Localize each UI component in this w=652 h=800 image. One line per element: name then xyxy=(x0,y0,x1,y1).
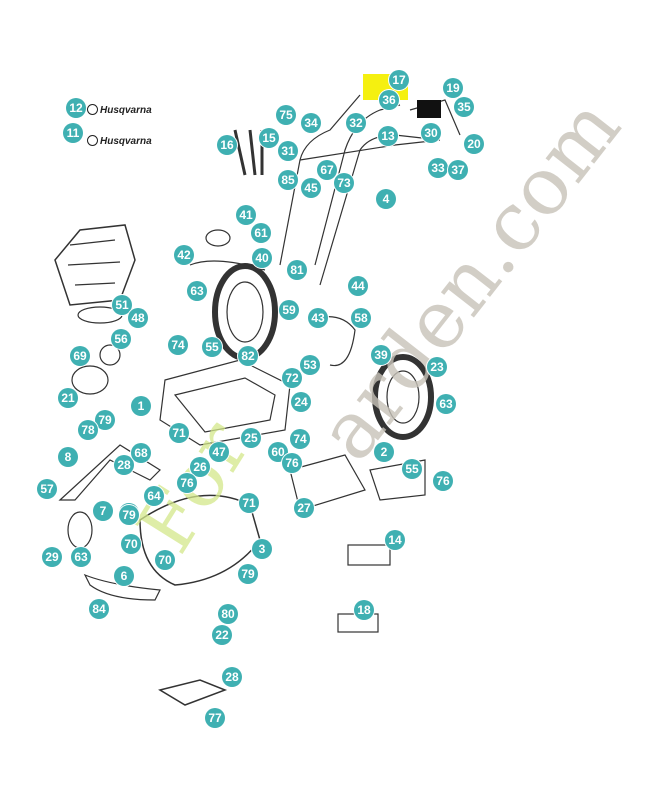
part-callout-3: 3 xyxy=(252,539,272,559)
part-callout-36: 36 xyxy=(379,90,399,110)
part-callout-37: 37 xyxy=(448,160,468,180)
part-callout-71: 71 xyxy=(169,423,189,443)
part-callout-39: 39 xyxy=(371,345,391,365)
part-callout-42: 42 xyxy=(174,245,194,265)
part-callout-27: 27 xyxy=(294,498,314,518)
brand-decal-2: Husqvarna xyxy=(87,135,152,147)
part-callout-79: 79 xyxy=(95,410,115,430)
part-callout-47: 47 xyxy=(209,442,229,462)
part-callout-71: 71 xyxy=(239,493,259,513)
part-callout-84: 84 xyxy=(89,599,109,619)
part-callout-45: 45 xyxy=(301,178,321,198)
part-callout-61: 61 xyxy=(251,223,271,243)
part-callout-17: 17 xyxy=(389,70,409,90)
part-callout-31: 31 xyxy=(278,141,298,161)
part-callout-70: 70 xyxy=(155,550,175,570)
part-callout-58: 58 xyxy=(351,308,371,328)
part-callout-11: 11 xyxy=(63,123,83,143)
part-callout-55: 55 xyxy=(202,337,222,357)
part-callout-6: 6 xyxy=(114,566,134,586)
part-callout-72: 72 xyxy=(282,368,302,388)
part-callout-74: 74 xyxy=(168,335,188,355)
part-callout-76: 76 xyxy=(177,473,197,493)
part-callout-30: 30 xyxy=(421,123,441,143)
part-callout-43: 43 xyxy=(308,308,328,328)
part-callout-32: 32 xyxy=(346,113,366,133)
part-callout-59: 59 xyxy=(279,300,299,320)
part-callout-79: 79 xyxy=(119,505,139,525)
part-callout-81: 81 xyxy=(287,260,307,280)
part-callout-77: 77 xyxy=(205,708,225,728)
part-callout-63: 63 xyxy=(436,394,456,414)
part-callout-76: 76 xyxy=(282,453,302,473)
part-callout-44: 44 xyxy=(348,276,368,296)
part-callout-22: 22 xyxy=(212,625,232,645)
part-callout-23: 23 xyxy=(427,357,447,377)
part-callout-1: 1 xyxy=(131,396,151,416)
part-callout-34: 34 xyxy=(301,113,321,133)
part-callout-76: 76 xyxy=(433,471,453,491)
part-callout-68: 68 xyxy=(131,443,151,463)
part-callout-29: 29 xyxy=(42,547,62,567)
part-callout-75: 75 xyxy=(276,105,296,125)
part-callout-64: 64 xyxy=(144,486,164,506)
part-callout-28: 28 xyxy=(222,667,242,687)
part-callout-78: 78 xyxy=(78,420,98,440)
part-callout-24: 24 xyxy=(291,392,311,412)
part-callout-73: 73 xyxy=(334,173,354,193)
part-callout-74: 74 xyxy=(290,429,310,449)
part-callout-2: 2 xyxy=(374,442,394,462)
part-callout-16: 16 xyxy=(217,135,237,155)
part-callout-82: 82 xyxy=(238,346,258,366)
brand-decal-1: Husqvarna xyxy=(87,104,152,116)
part-callout-53: 53 xyxy=(300,355,320,375)
part-callout-69: 69 xyxy=(70,346,90,366)
part-callout-55: 55 xyxy=(402,459,422,479)
part-callout-57: 57 xyxy=(37,479,57,499)
part-callout-51: 51 xyxy=(112,295,132,315)
part-callout-12: 12 xyxy=(66,98,86,118)
part-callout-67: 67 xyxy=(317,160,337,180)
part-callout-35: 35 xyxy=(454,97,474,117)
part-callout-33: 33 xyxy=(428,158,448,178)
part-callout-80: 80 xyxy=(218,604,238,624)
part-callout-48: 48 xyxy=(128,308,148,328)
part-callout-41: 41 xyxy=(236,205,256,225)
part-callout-63: 63 xyxy=(187,281,207,301)
part-callout-15: 15 xyxy=(259,128,279,148)
part-callout-85: 85 xyxy=(278,170,298,190)
part-callout-14: 14 xyxy=(385,530,405,550)
part-callout-28: 28 xyxy=(114,455,134,475)
part-callout-19: 19 xyxy=(443,78,463,98)
part-callout-18: 18 xyxy=(354,600,374,620)
part-callout-4: 4 xyxy=(376,189,396,209)
part-callout-7: 7 xyxy=(93,501,113,521)
part-callout-40: 40 xyxy=(252,248,272,268)
part-callout-63: 63 xyxy=(71,547,91,567)
part-callout-8: 8 xyxy=(58,447,78,467)
part-callout-20: 20 xyxy=(464,134,484,154)
part-callout-56: 56 xyxy=(111,329,131,349)
part-callout-13: 13 xyxy=(378,126,398,146)
part-callout-21: 21 xyxy=(58,388,78,408)
part-callout-70: 70 xyxy=(121,534,141,554)
part-callout-79: 79 xyxy=(238,564,258,584)
part-callout-25: 25 xyxy=(241,428,261,448)
part-callout-26: 26 xyxy=(190,457,210,477)
